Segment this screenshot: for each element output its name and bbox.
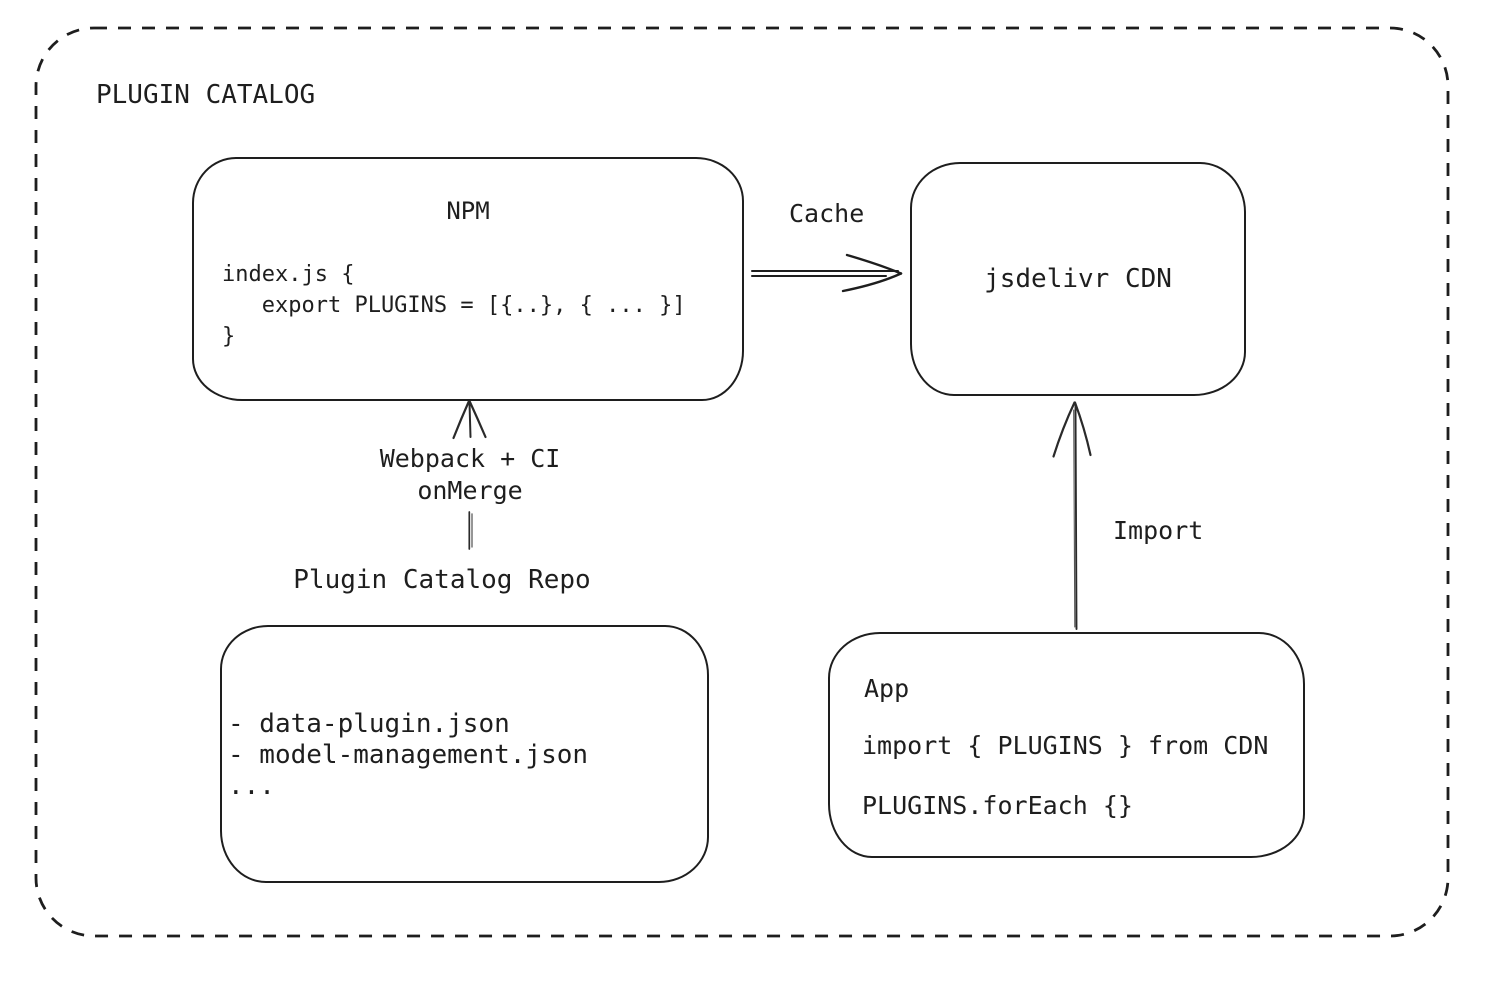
npm-node-code: index.js { export PLUGINS = [{..}, { ...…	[222, 262, 686, 349]
diagram-title: PLUGIN CATALOG	[96, 80, 316, 110]
import-arrow[interactable]	[1052, 401, 1092, 630]
build-edge-label: Webpack + CI onMerge	[330, 443, 610, 507]
cache-arrowhead-upper	[845, 253, 903, 275]
cache-arrow[interactable]	[751, 253, 903, 293]
app-node-foreach-line: PLUGINS.forEach {}	[862, 791, 1133, 820]
cache-edge-label: Cache	[789, 198, 865, 230]
import-arrowhead-left	[1052, 401, 1076, 458]
cache-arrowhead-lower	[841, 272, 903, 293]
app-node[interactable]: App import { PLUGINS } from CDN PLUGINS.…	[828, 632, 1305, 858]
repo-node-label: Plugin Catalog Repo	[293, 565, 591, 595]
build-arrowhead-left	[452, 399, 471, 440]
build-arrowhead-right	[468, 399, 487, 439]
app-node-title: App	[864, 674, 910, 703]
repo-node-files: - data-plugin.json - model-management.js…	[228, 709, 589, 801]
cdn-node[interactable]: jsdelivr CDN	[910, 162, 1246, 396]
cdn-node-label: jsdelivr CDN	[984, 264, 1172, 294]
catalog-boundary	[34, 26, 1450, 938]
app-node-import-line: import { PLUGINS } from CDN	[862, 731, 1269, 760]
import-arrow-shaft-sketch	[1073, 409, 1076, 628]
import-arrow-shaft	[1074, 403, 1078, 630]
npm-node[interactable]: NPM index.js { export PLUGINS = [{..}, {…	[192, 157, 744, 401]
import-arrowhead-right	[1073, 401, 1092, 457]
import-edge-label: Import	[1113, 515, 1204, 547]
npm-node-title: NPM	[446, 197, 490, 225]
repo-node[interactable]: - data-plugin.json - model-management.js…	[220, 625, 709, 883]
build-arrow-shaft-upper	[468, 402, 472, 438]
build-arrow[interactable]	[452, 399, 487, 550]
